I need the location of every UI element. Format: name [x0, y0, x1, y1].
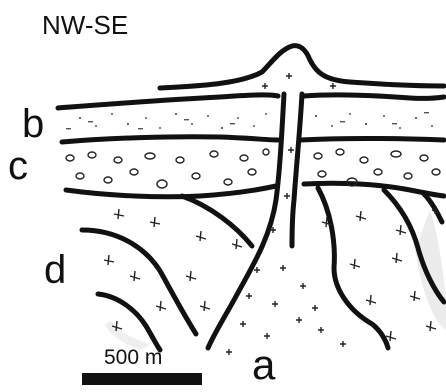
fold-line-6	[424, 194, 442, 222]
layer-bc-boundary-left	[62, 137, 278, 142]
label-intrusion-a: a	[252, 344, 275, 386]
label-layer-c: c	[8, 146, 28, 186]
layer-b-top-right	[304, 95, 444, 98]
layer-c-texture	[66, 149, 440, 188]
dome-surface	[160, 46, 444, 88]
fold-line-4	[318, 188, 388, 348]
section-title: NW-SE	[42, 12, 128, 38]
scale-bar	[82, 373, 202, 385]
label-layer-d: d	[44, 250, 66, 290]
layer-b-texture	[66, 112, 433, 129]
background-shade	[415, 210, 446, 330]
dike-right-wall	[292, 94, 302, 246]
layer-b-top-left	[58, 95, 278, 108]
scale-label: 500 m	[104, 347, 162, 368]
label-layer-b: b	[22, 104, 44, 144]
dike-left-wall	[208, 94, 284, 348]
fold-line-1	[182, 196, 252, 246]
layer-cd-boundary-left	[66, 186, 276, 197]
layer-bc-boundary-right	[300, 139, 444, 141]
